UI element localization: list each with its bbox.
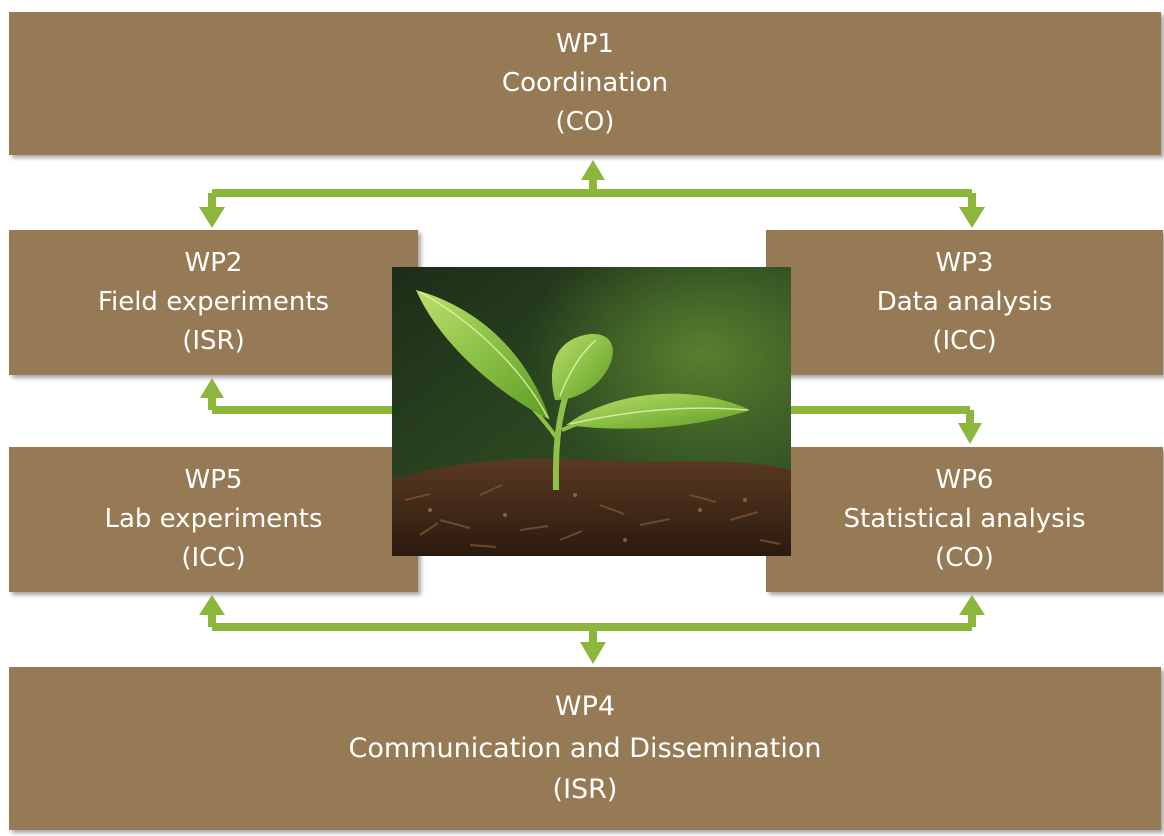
arrow-down-to-wp3 [959, 207, 985, 228]
wp2-id: WP2 [184, 248, 243, 278]
arrow-down-to-wp2 [199, 207, 225, 228]
wp2-title: Field experiments [97, 287, 330, 317]
wp4-box: WP4 Communication and Dissemination (ISR… [9, 667, 1161, 830]
top-connector [208, 178, 976, 210]
wp5-title: Lab experiments [104, 504, 323, 534]
bottom-connector [208, 612, 976, 645]
arrow-up-to-wp2 [200, 378, 224, 398]
wp5-lead: (ICC) [181, 543, 246, 573]
middle-left-connector [208, 395, 392, 414]
wp3-id: WP3 [935, 248, 994, 278]
middle-right-connector [791, 406, 974, 425]
arrow-down-to-wp6 [958, 423, 982, 444]
wp6-box: WP6 Statistical analysis (CO) [766, 447, 1163, 592]
wp6-id: WP6 [935, 465, 994, 495]
wp3-lead: (ICC) [932, 326, 997, 356]
wp4-title: Communication and Dissemination [348, 732, 822, 764]
arrow-down-to-wp4 [580, 642, 606, 664]
wp3-title: Data analysis [876, 287, 1053, 317]
arrow-up-to-wp1 [581, 160, 605, 180]
wp3-box: WP3 Data analysis (ICC) [766, 230, 1163, 375]
wp1-id: WP1 [556, 29, 614, 59]
arrow-up-to-wp5 [199, 595, 225, 615]
wp5-id: WP5 [184, 465, 243, 495]
wp1-title: Coordination [501, 68, 669, 98]
wp5-box: WP5 Lab experiments (ICC) [9, 447, 418, 592]
wp6-title: Statistical analysis [843, 504, 1086, 534]
wp1-lead: (CO) [555, 107, 615, 137]
wp6-lead: (CO) [935, 543, 994, 573]
wp1-box: WP1 Coordination (CO) [9, 12, 1161, 155]
seedling-in-soil-photo [392, 267, 791, 556]
wp4-lead: (ISR) [552, 774, 618, 806]
wp2-lead: (ISR) [182, 326, 245, 356]
wp4-id: WP4 [554, 690, 616, 722]
arrow-up-to-wp6 [959, 595, 985, 615]
wp2-box: WP2 Field experiments (ISR) [9, 230, 418, 375]
